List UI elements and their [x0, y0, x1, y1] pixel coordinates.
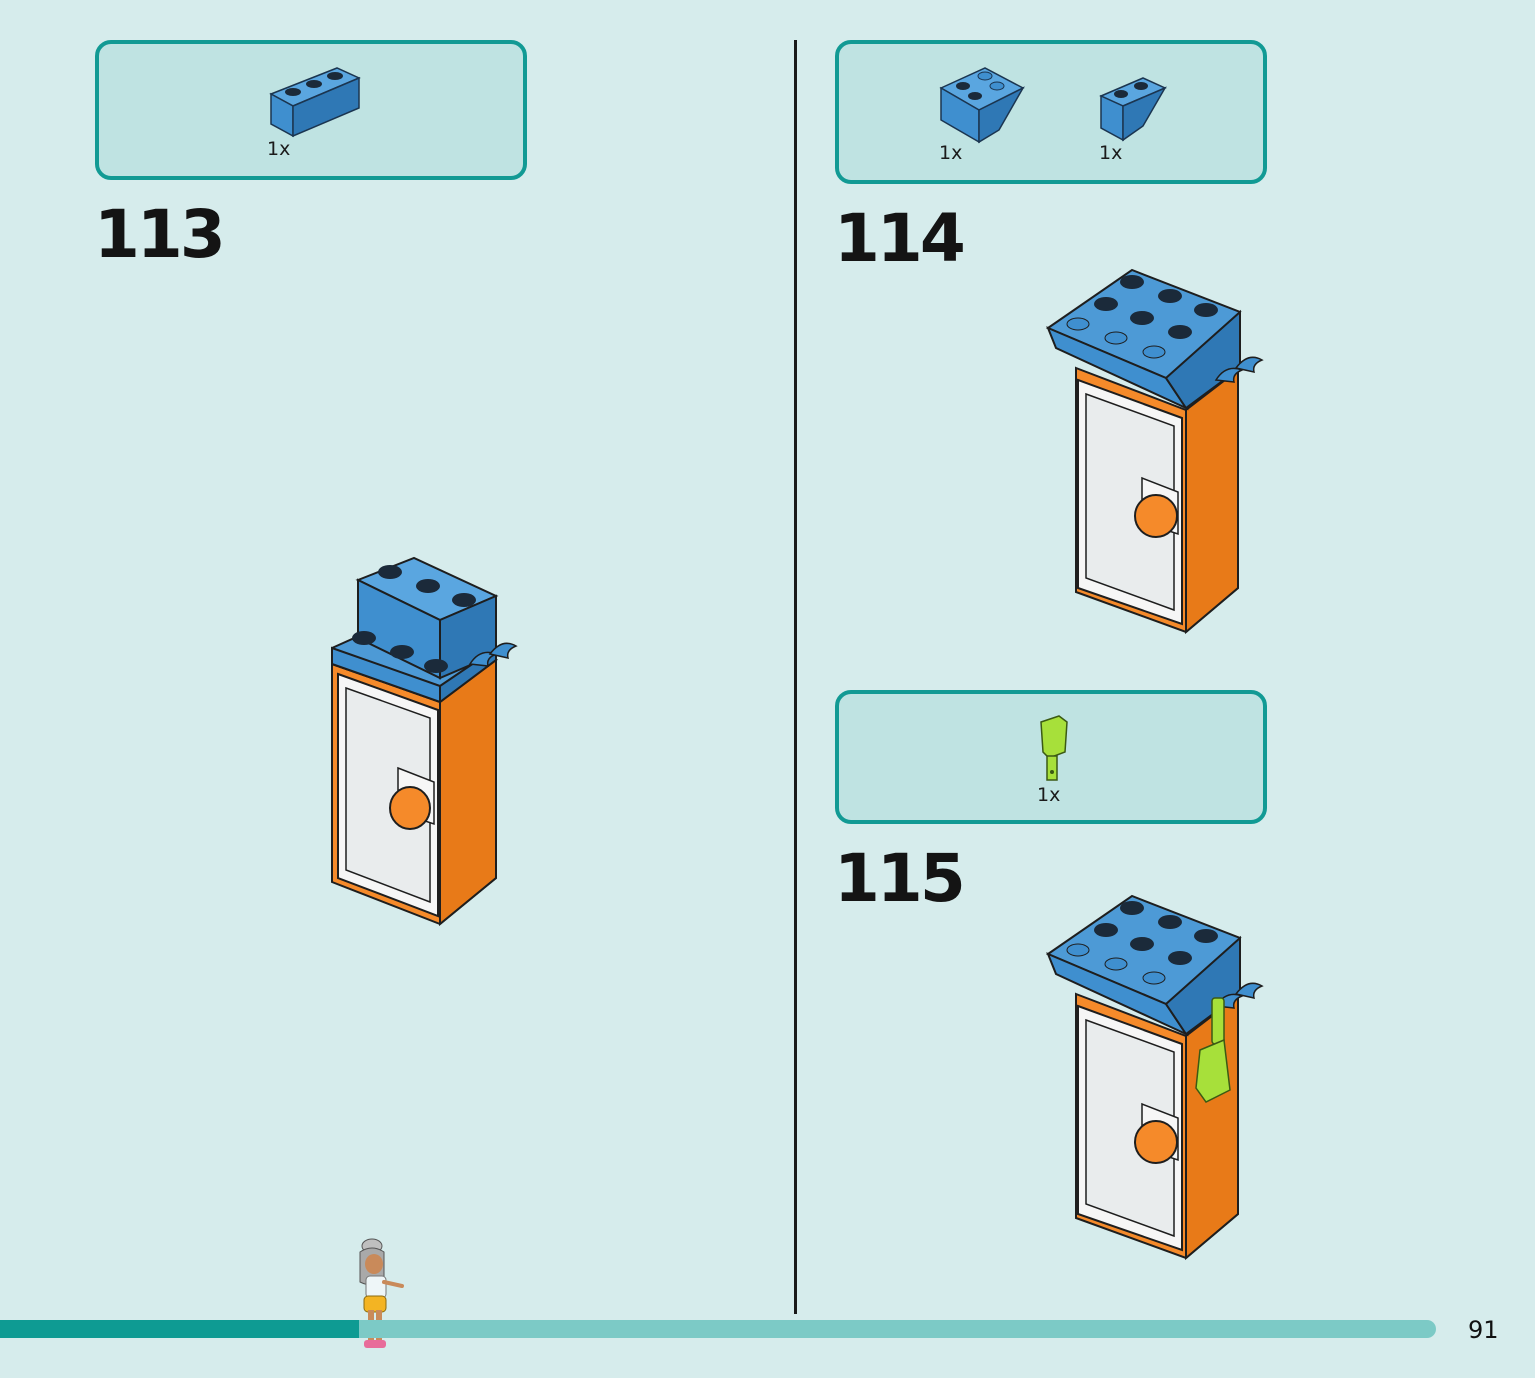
progress-bar-fill [0, 1320, 359, 1338]
step-number-113: 113 [94, 196, 226, 273]
parts-box-step-113: 1x [95, 40, 527, 180]
cleaver-icon [1040, 715, 1068, 781]
page-divider [794, 40, 797, 1314]
part-qty: 1x [939, 142, 963, 164]
parts-box-step-115: 1x [835, 690, 1267, 824]
step-number-114: 114 [834, 200, 966, 277]
step-number-115: 115 [834, 840, 966, 917]
step-114-model-illustration [1045, 268, 1264, 635]
part-qty: 1x [267, 138, 291, 160]
progress-bar [0, 1320, 1436, 1338]
part-qty: 1x [1099, 142, 1123, 164]
step-113-model-illustration [331, 556, 518, 927]
minifigure-figure [359, 1238, 404, 1348]
parts-box-step-114: 1x 1x [835, 40, 1267, 184]
page-number: 91 [1468, 1316, 1499, 1344]
slope-inverted-1x2-icon [1099, 77, 1167, 142]
slope-inverted-2x2-icon [939, 67, 1025, 144]
step-115-model-illustration [1045, 894, 1264, 1261]
brick-1x3-icon [269, 67, 361, 138]
part-qty: 1x [1037, 784, 1061, 806]
